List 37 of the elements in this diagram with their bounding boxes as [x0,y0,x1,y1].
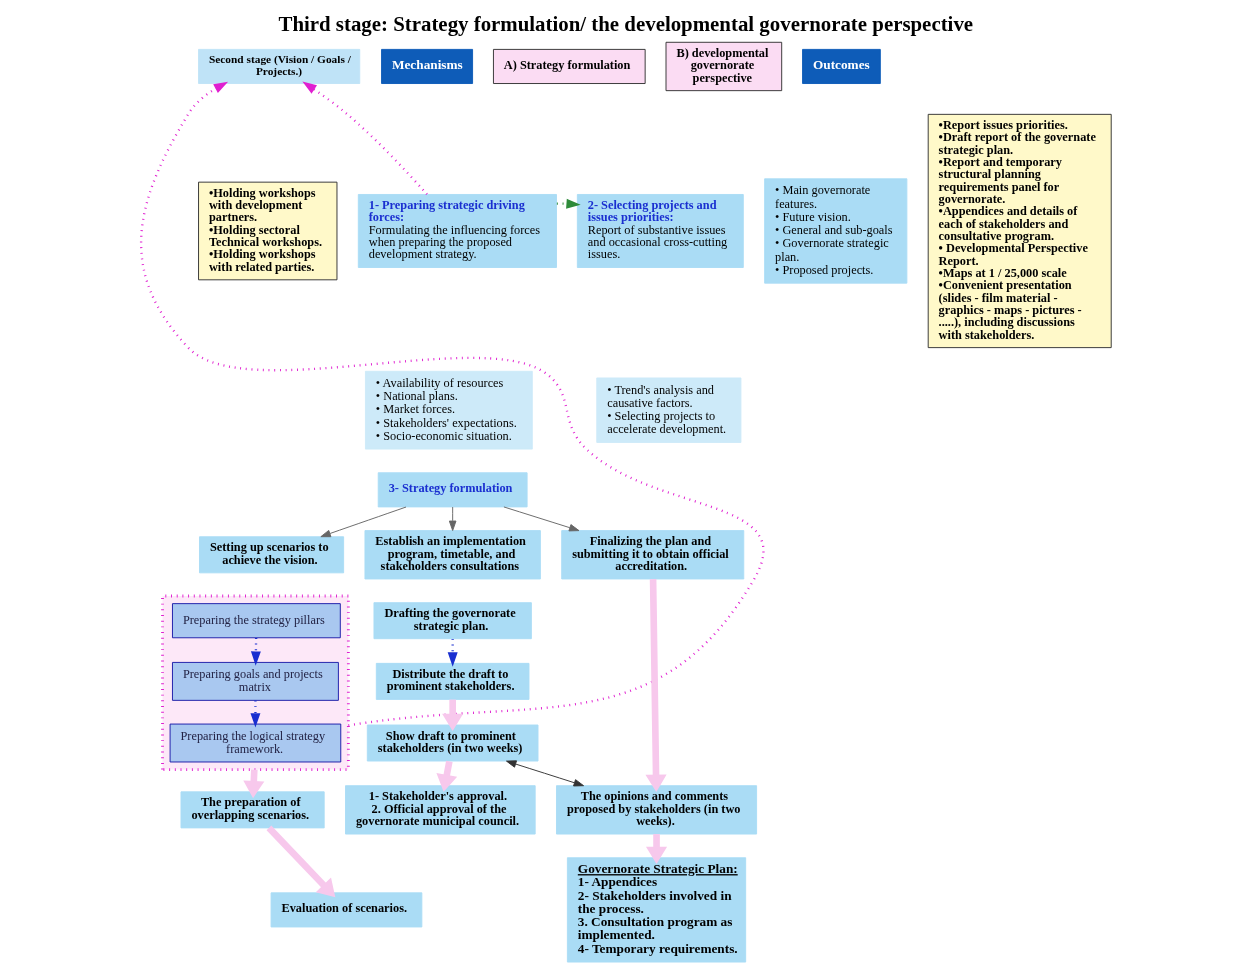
arrow [503,506,580,532]
arrow [320,506,407,538]
node-box: • Trend's analysis and causative factors. • Selecting projects to accelerate development. [596,377,742,443]
node-box: •Holding workshops with development partners. •Holding sectoral Technical workshops. •Holding workshops with related parties. [198,181,338,281]
node-box: 1- Stakeholder's approval. 2. Official approval of the governorate municipal council. [345,785,536,835]
node-box: The preparation of overlapping scenarios. [180,791,325,829]
node-box: Mechanisms [381,48,474,84]
diagram-title: Third stage: Strategy formulation/ the developmental governorate perspective [278,12,974,37]
cluster [161,594,350,771]
node-box: Outcomes [802,48,881,84]
arrow [645,579,667,792]
node-box: Drafting the governorate strategic plan. [373,602,532,640]
node-box: Governorate Strategic Plan: 1- Appendices 2- Stakeholders involved in the process. 3. Consultation program as implemented. 4- Temporary requirements. [566,857,747,963]
arrow [140,81,764,727]
node-box: A) Strategy formulation [492,48,646,84]
node-box: Establish an implementation program, timetable, and stakeholders consultations [364,530,541,580]
node-box: 2- Selecting projects and issues priorities: Report of substantive issues and occasional cross-cutting issues. [576,194,744,268]
node-box: • Main governorate features. • Future vision. • General and sub-goals • Governorate strategic plan. • Proposed projects. [764,178,908,284]
node-box: 3- Strategy formulation [377,472,528,508]
arrow [506,760,585,787]
node-box: Preparing goals and projects matrix [172,661,339,701]
arrow [302,81,428,196]
arrow [266,825,336,898]
node-box: Show draft to prominent stakeholders (in two weeks) [366,724,539,762]
node-box: Preparing the strategy pillars [172,603,341,639]
node-box: Setting up scenarios to achieve the vision. [199,536,345,574]
node-box: Finalizing the plan and submitting it to obtain official accreditation. [561,530,745,580]
node-box: B) developmental governorate perspective [665,41,783,92]
node-box: 1- Preparing strategic driving forces: Formulating the influencing forces when preparing the proposed development strategy. [357,194,557,268]
node-box: • Availability of resources • National plans. • Market forces. • Stakeholders' expectations. • Socio-economic situation. [364,370,533,450]
node-box: Preparing the logical strategy framework. [169,723,342,763]
node-box: Evaluation of scenarios. [270,892,423,928]
node-box: Distribute the draft to prominent stakeholders. [375,662,530,700]
node-box: The opinions and comments proposed by stakeholders (in two weeks). [556,785,758,835]
arrow [448,506,457,531]
node-box: Second stage (Vision / Goals / Projects.) [198,48,361,84]
node-box: •Report issues priorities. •Draft report of the governate strategic plan. •Report and temporary structural planning requirements panel for governorate. •Appendices and details of each of stakeholders and consultative program. • Developmental Perspective Report. •Maps at 1 / 25,000 scale •Convenient presentation (slides - film material - graphics - maps - pictures - .....), including discussions with stakeholders. [927,113,1112,349]
